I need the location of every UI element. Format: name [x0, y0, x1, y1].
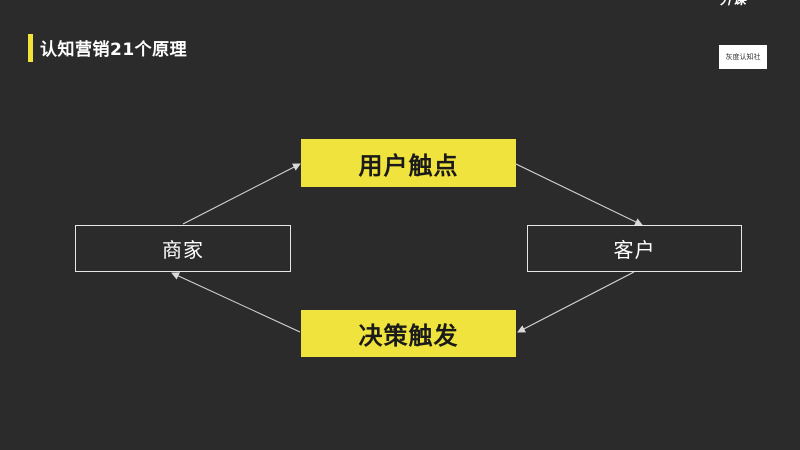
- node-trigger: 决策触发: [301, 310, 516, 357]
- brand-badge: 灰度认知社: [719, 45, 767, 69]
- node-merchant: 商家: [75, 225, 291, 272]
- slide-title: 认知营销21个原理: [40, 40, 188, 60]
- edge-touchpoint-to-customer: [515, 163, 643, 226]
- logo-mark: 开课: [720, 0, 747, 8]
- node-touchpoint: 用户触点: [301, 139, 516, 187]
- edge-trigger-to-merchant: [171, 272, 301, 333]
- node-customer: 客户: [527, 225, 742, 272]
- edge-merchant-to-touchpoint: [182, 163, 301, 225]
- title-accent-bar: [28, 34, 33, 62]
- edge-customer-to-trigger: [517, 271, 635, 333]
